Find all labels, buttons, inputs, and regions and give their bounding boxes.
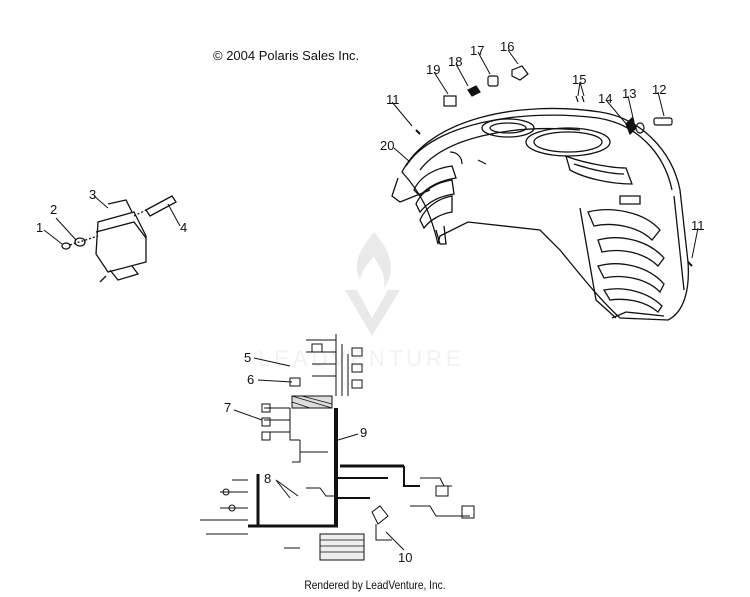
callout-11-left: 11 [386,92,400,107]
callout-7: 7 [224,400,231,415]
copyright-text: © 2004 Polaris Sales Inc. [213,48,360,63]
item-2-washer [74,237,86,247]
callout-11-right: 11 [691,218,705,233]
callout-9: 9 [360,425,367,440]
callout-17: 17 [470,43,484,58]
callout-8: 8 [264,471,271,486]
callout-10: 10 [398,550,412,565]
callouts: 1 2 3 4 5 6 7 8 9 10 11 11 12 13 14 15 1… [36,39,705,565]
callout-1: 1 [36,220,43,235]
item-18-clip [467,85,481,97]
dash-hardware [415,65,693,267]
item-15-fasteners [575,95,585,103]
callout-4: 4 [180,220,187,235]
item-17-grommet [487,75,499,87]
rendered-by-footer: Rendered by LeadVenture, Inc. [304,578,446,592]
watermark-text: LEADVENTURE [258,346,465,371]
item-11-screw-left [415,129,421,135]
watermark-v-icon [345,290,400,336]
item-3-module [95,211,147,273]
leader-lines [43,49,699,551]
item-12-screw [653,117,673,126]
item-11-screw-right [687,261,693,267]
dash-panel-drawing [391,107,690,321]
callout-12: 12 [652,82,666,97]
wiring-harness-drawing [200,334,475,561]
callout-16: 16 [500,39,514,54]
callout-13: 13 [622,86,636,101]
item-13-ring [635,122,645,134]
item-19-plug [443,95,457,107]
watermark-flame-icon [356,232,391,288]
item-4-bolt [145,195,177,217]
callout-18: 18 [448,54,462,69]
callout-2: 2 [50,202,57,217]
item-1-nut [61,242,71,250]
callout-15: 15 [572,72,586,87]
callout-19: 19 [426,62,440,77]
callout-20: 20 [380,138,394,153]
callout-14: 14 [598,91,612,106]
watermark: LEADVENTURE [258,232,465,371]
callout-6: 6 [247,372,254,387]
item-16-knob [511,65,529,81]
callout-3: 3 [89,187,96,202]
callout-5: 5 [244,350,251,365]
module-drawing [61,195,177,283]
